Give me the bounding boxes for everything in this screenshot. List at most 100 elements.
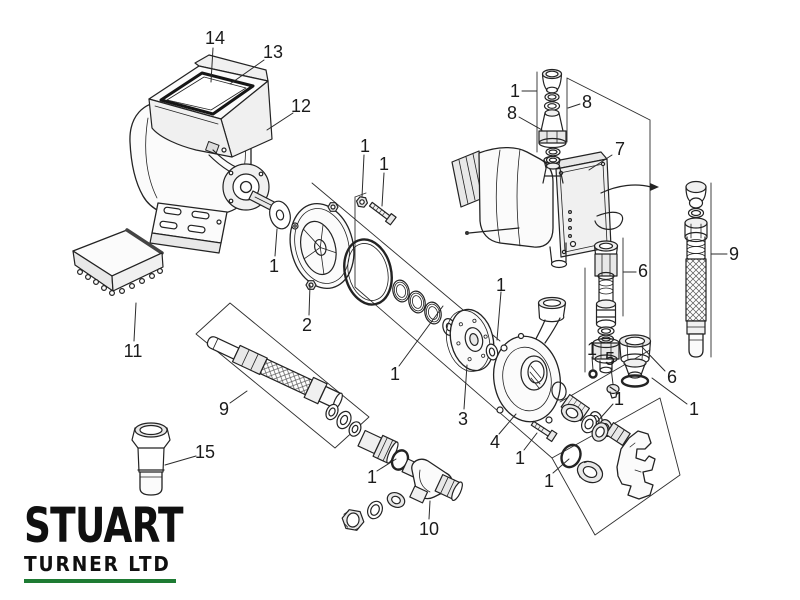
pump-backplate bbox=[289, 202, 355, 290]
part-label-1-15: 1 bbox=[614, 389, 624, 409]
part-label-12-2: 12 bbox=[291, 96, 311, 116]
brand-logo: STUART TURNER LTD bbox=[24, 498, 194, 584]
cable-gland bbox=[205, 141, 220, 155]
leader-line-0 bbox=[210, 47, 214, 83]
leader-line-25 bbox=[229, 390, 248, 404]
leader-line-16 bbox=[133, 302, 137, 342]
tiny-o-ring bbox=[588, 369, 598, 379]
part-label-9-9: 9 bbox=[729, 244, 739, 264]
part-label-1-18: 1 bbox=[269, 256, 279, 276]
part-label-1-27: 1 bbox=[367, 467, 377, 487]
leader-line-26 bbox=[164, 455, 197, 466]
leader-line-4 bbox=[381, 172, 385, 207]
part-label-6-13: 6 bbox=[667, 367, 677, 387]
flow-switch bbox=[451, 146, 659, 269]
part-label-5-12: 5 bbox=[605, 349, 615, 369]
probe-wire bbox=[468, 227, 520, 234]
small-nut bbox=[355, 196, 369, 208]
brand-suffix: TURNER LTD bbox=[24, 552, 171, 577]
part-label-1-22: 1 bbox=[515, 448, 525, 468]
leader-line-23 bbox=[552, 458, 570, 474]
part-label-6-10: 6 bbox=[638, 261, 648, 281]
leader-line-13 bbox=[641, 346, 666, 372]
lock-nut bbox=[560, 403, 584, 423]
wire-arrow bbox=[600, 184, 652, 194]
leader-line-14 bbox=[651, 377, 688, 405]
inlet-fittings-top bbox=[538, 68, 567, 184]
drain-screw bbox=[606, 383, 620, 399]
part-label-1-24: 1 bbox=[496, 275, 506, 295]
braided-hose-left bbox=[206, 336, 362, 437]
coupler-nut bbox=[605, 422, 631, 446]
leader-line-15 bbox=[595, 403, 614, 424]
part-label-1-23: 1 bbox=[544, 471, 554, 491]
check-valve bbox=[618, 334, 652, 388]
shaft-washer bbox=[269, 200, 291, 230]
leader-line-7 bbox=[567, 103, 581, 109]
leader-line-11 bbox=[591, 356, 594, 371]
cap-nut bbox=[386, 492, 406, 508]
braided-section bbox=[685, 258, 707, 322]
part-label-4-21: 4 bbox=[490, 432, 500, 452]
connector-stack bbox=[592, 240, 620, 374]
part-label-15-26: 15 bbox=[195, 442, 215, 462]
leader-line-19 bbox=[398, 305, 444, 367]
part-label-1-4: 1 bbox=[379, 154, 389, 174]
leader-line-27 bbox=[376, 458, 397, 472]
leader-line-22 bbox=[523, 432, 538, 451]
leader-line-2 bbox=[266, 112, 294, 131]
leader-line-6 bbox=[518, 116, 543, 131]
leader-line-12 bbox=[610, 367, 614, 385]
part-label-11-16: 11 bbox=[124, 341, 143, 361]
small-bolt bbox=[368, 201, 397, 226]
pipe-clip bbox=[616, 430, 656, 500]
leader-line-21 bbox=[498, 413, 517, 435]
part-label-10-28: 10 bbox=[419, 519, 439, 539]
hose-adapter bbox=[131, 422, 171, 496]
volute-casing bbox=[493, 296, 631, 446]
leader-line-24 bbox=[496, 291, 502, 341]
part-label-2-17: 2 bbox=[302, 315, 312, 335]
foot-studs bbox=[76, 268, 164, 297]
outlet-nut bbox=[576, 460, 604, 484]
outlet-parts-group bbox=[560, 403, 656, 500]
part-label-13-1: 13 bbox=[263, 42, 283, 62]
hex-adapter bbox=[357, 429, 399, 464]
terminal-cover-hump bbox=[194, 54, 269, 82]
leader-line-8 bbox=[588, 154, 613, 171]
switch-outlet bbox=[549, 242, 567, 265]
part-label-7-8: 7 bbox=[615, 139, 625, 159]
part-label-1-14: 1 bbox=[689, 399, 699, 419]
leader-line-1 bbox=[229, 59, 265, 85]
part-label-8-6: 8 bbox=[507, 103, 517, 123]
part-label-1-5: 1 bbox=[510, 81, 520, 101]
brand-underline bbox=[24, 579, 176, 584]
part-label-14-0: 14 bbox=[205, 28, 225, 48]
leader-line-28 bbox=[428, 500, 431, 520]
casing-bolt bbox=[530, 420, 558, 443]
motor-assembly bbox=[129, 54, 287, 254]
braided-hose-right bbox=[684, 180, 708, 358]
wire-loop bbox=[594, 211, 624, 230]
part-label-1-11: 1 bbox=[587, 339, 597, 359]
leader-line-20 bbox=[463, 364, 468, 410]
valve-o-ring bbox=[620, 374, 650, 388]
dark-hex-nut bbox=[341, 509, 365, 531]
leader-line-17 bbox=[308, 284, 311, 316]
leader-line-3 bbox=[361, 154, 365, 198]
olive-fitting bbox=[544, 109, 560, 117]
leader-line-18 bbox=[274, 228, 278, 257]
rubber-foot bbox=[72, 228, 164, 297]
part-label-8-7: 8 bbox=[582, 92, 592, 112]
part-label-1-3: 1 bbox=[360, 136, 370, 156]
impeller-ring bbox=[485, 343, 499, 361]
o-ring-large bbox=[343, 238, 393, 306]
y-connector-nut bbox=[434, 474, 463, 502]
brand-name: STUART bbox=[24, 498, 184, 554]
outlet-o-ring bbox=[560, 443, 582, 469]
part-label-9-25: 9 bbox=[219, 399, 229, 419]
part-label-3-20: 3 bbox=[458, 409, 468, 429]
